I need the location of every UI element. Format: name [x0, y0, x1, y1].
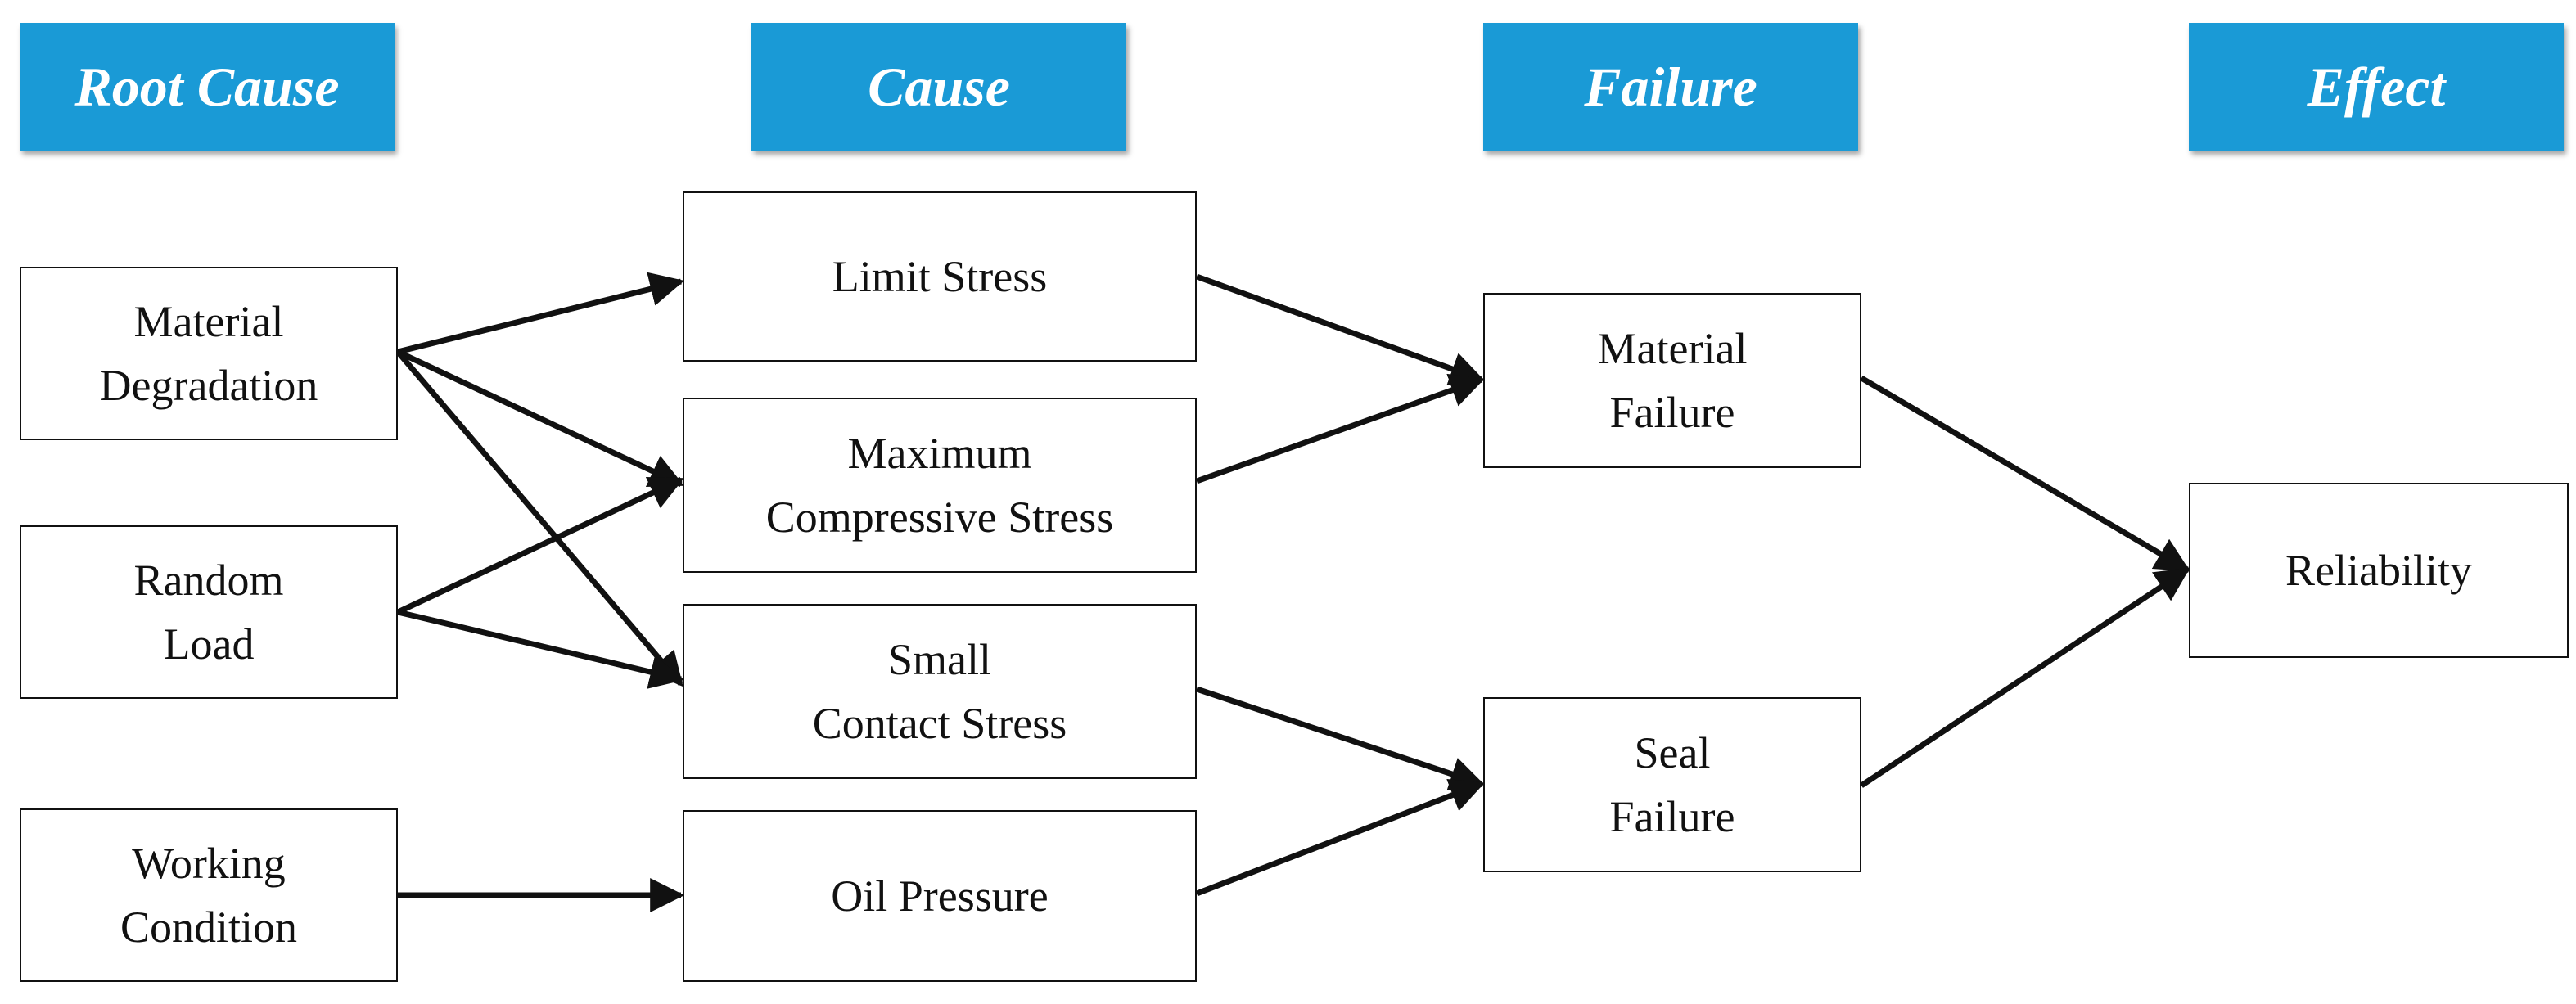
arrow-small-contact-stress-to-seal-failure: [1195, 686, 1485, 790]
arrow-random-load-to-small-contact-stress: [397, 609, 685, 689]
node-label-line: Random: [133, 555, 284, 605]
header-root-cause: Root Cause: [20, 23, 395, 151]
node-label-line: Contact Stress: [812, 699, 1067, 748]
arrow-seal-failure-to-reliability: [1860, 567, 2190, 788]
node-reliability: Reliability: [2189, 483, 2569, 658]
node-material-degradation: Material Degradation: [20, 267, 398, 440]
node-label-line: Working: [132, 838, 286, 888]
node-label-line: Oil Pressure: [831, 871, 1049, 921]
node-limit-stress: Limit Stress: [683, 191, 1197, 362]
header-cause: Cause: [751, 23, 1126, 151]
node-label-line: Failure: [1609, 388, 1735, 437]
node-label-line: Seal: [1634, 727, 1711, 777]
node-maximum-compressive-stress: Maximum Compressive Stress: [683, 398, 1197, 573]
node-label-line: Material: [1597, 323, 1748, 373]
arrow-material-failure-to-reliability: [1860, 375, 2190, 573]
node-label-line: Degradation: [99, 361, 318, 410]
node-label-line: Limit Stress: [832, 251, 1048, 301]
node-working-condition: Working Condition: [20, 808, 398, 982]
node-label-line: Failure: [1609, 792, 1735, 841]
arrow-limit-stress-to-material-failure: [1195, 273, 1485, 385]
node-label-line: Reliability: [2285, 545, 2472, 595]
node-label-line: Compressive Stress: [765, 493, 1114, 542]
arrow-material-degradation-to-limit-stress: [397, 272, 685, 355]
arrow-random-load-to-max-compressive-stress: [396, 476, 684, 615]
arrow-material-degradation-to-small-contact-stress: [395, 349, 683, 687]
node-oil-pressure: Oil Pressure: [683, 810, 1197, 982]
node-label-line: Load: [163, 619, 255, 669]
node-label-line: Maximum: [847, 428, 1032, 478]
arrow-material-degradation-to-max-compressive-stress: [396, 349, 684, 488]
node-small-contact-stress: Small Contact Stress: [683, 604, 1197, 779]
node-seal-failure: Seal Failure: [1483, 697, 1861, 872]
node-random-load: Random Load: [20, 525, 398, 699]
header-effect: Effect: [2189, 23, 2564, 151]
arrow-max-compressive-stress-to-material-failure: [1195, 373, 1485, 484]
node-label-line: Condition: [120, 903, 298, 952]
header-failure: Failure: [1483, 23, 1858, 151]
node-label-line: Small: [887, 634, 991, 684]
node-label-line: Material: [133, 296, 284, 346]
node-material-failure: Material Failure: [1483, 293, 1861, 468]
arrow-oil-pressure-to-seal-failure: [1195, 778, 1485, 897]
